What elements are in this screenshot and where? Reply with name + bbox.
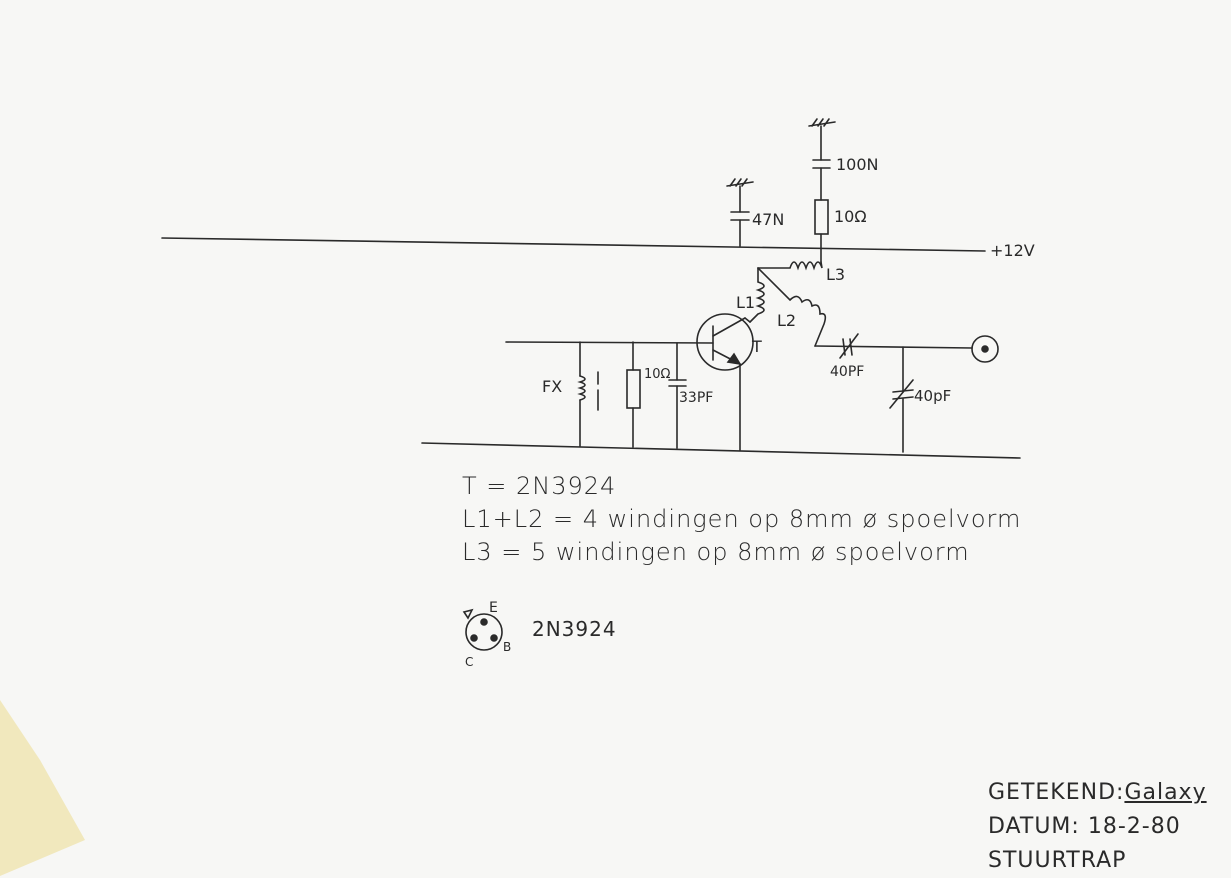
date-value: 18-2-80 bbox=[1087, 814, 1181, 839]
crystal-fx bbox=[577, 341, 599, 447]
output-connector bbox=[971, 335, 999, 363]
pinout-type-label: 2N3924 bbox=[532, 617, 617, 641]
note-l3: L3 = 5 windingen op 8mm ø spoelvorm bbox=[462, 538, 970, 566]
capacitor-33pf bbox=[668, 342, 687, 449]
component-notes: T = 2N3924 L1+L2 = 4 windingen op 8mm ø … bbox=[462, 470, 1021, 569]
label-l2: L2 bbox=[777, 311, 796, 330]
drawing-title: STUURTRAP bbox=[988, 848, 1127, 873]
coil-l2 bbox=[757, 267, 827, 347]
ground-rail bbox=[421, 442, 1021, 459]
supply-rail bbox=[161, 237, 986, 252]
date-prefix: DATUM: bbox=[988, 814, 1080, 839]
label-l3: L3 bbox=[826, 265, 845, 284]
transistor-pinout-icon bbox=[462, 608, 503, 651]
pinout-e-label: E bbox=[489, 600, 498, 616]
capacitor-100n bbox=[812, 159, 831, 201]
drawn-by-prefix: GETEKEND: bbox=[988, 780, 1125, 805]
resistor-10-ohm-base bbox=[626, 341, 641, 448]
coil-l1 bbox=[749, 267, 765, 323]
label-33pf: 33PF bbox=[679, 390, 713, 406]
trimmer-capacitor-series bbox=[839, 333, 859, 359]
note-transistor: T = 2N3924 bbox=[462, 472, 617, 500]
label-l1: L1 bbox=[736, 293, 755, 312]
label-10-ohm-supply: 10Ω bbox=[834, 207, 867, 226]
title-block: GETEKEND:Galaxy DATUM: 18-2-80 STUURTRAP bbox=[988, 776, 1207, 878]
ground-symbol-left bbox=[726, 178, 754, 213]
label-t: T bbox=[751, 337, 762, 356]
label-fx: FX bbox=[542, 377, 562, 396]
capacitor-47n bbox=[730, 211, 750, 247]
label-47n: 47N bbox=[752, 210, 784, 229]
pinout-b-label: B bbox=[503, 640, 511, 654]
label-10-ohm-base: 10Ω bbox=[644, 367, 671, 382]
label-40pf-series: 40PF bbox=[830, 364, 864, 380]
base-line bbox=[505, 341, 714, 344]
transistor-t bbox=[696, 313, 754, 451]
ground-symbol-top bbox=[808, 118, 836, 161]
label-100n: 100N bbox=[836, 155, 879, 174]
date-row: DATUM: 18-2-80 bbox=[988, 810, 1207, 844]
trimmer-capacitor-shunt bbox=[889, 346, 914, 453]
output-line bbox=[814, 345, 973, 349]
note-l1-l2: L1+L2 = 4 windingen op 8mm ø spoelvorm bbox=[462, 505, 1022, 533]
coil-l3 bbox=[757, 261, 823, 271]
paper-corner bbox=[0, 700, 85, 876]
drawn-by-row: GETEKEND:Galaxy bbox=[988, 776, 1207, 810]
pinout-c-label: C bbox=[465, 655, 473, 669]
label-supply: +12V bbox=[990, 241, 1035, 260]
label-40pf-shunt: 40pF bbox=[914, 387, 951, 405]
drawn-by-name: Galaxy bbox=[1124, 780, 1207, 805]
resistor-10-ohm-supply bbox=[814, 199, 829, 235]
